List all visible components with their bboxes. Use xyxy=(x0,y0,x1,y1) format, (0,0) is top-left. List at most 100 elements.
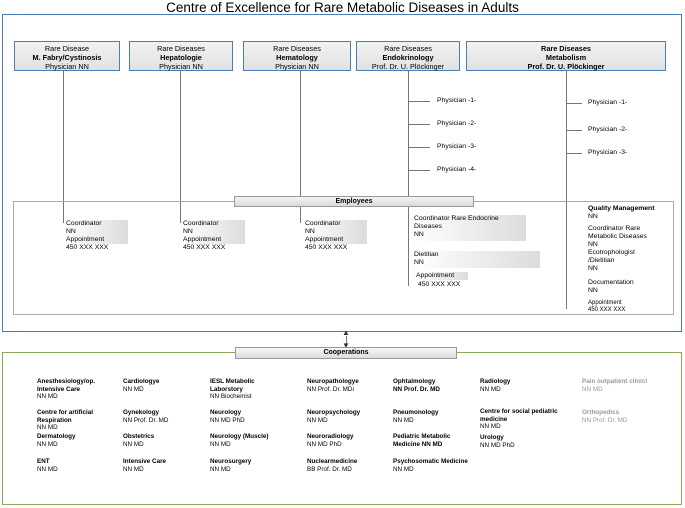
unit-fabry-line3: Physician NN xyxy=(45,62,89,71)
endo-phone: 450 XXX XXX xyxy=(418,281,461,288)
coop-name: Radiology xyxy=(480,378,511,385)
coop-name: Neuroradiology xyxy=(307,433,354,440)
coop-name2: medicine xyxy=(480,415,508,423)
unit-endokrinology: Rare Diseases Endokrinology Prof. Dr. U.… xyxy=(356,41,460,71)
coop-person: NN MD PhD xyxy=(307,440,342,448)
coop-person: NN MD xyxy=(393,416,414,424)
meta-ecotrophologist-line1: Ecotrophologist xyxy=(588,249,635,256)
endo-dietitian-name: NN xyxy=(414,259,424,266)
coordinator-3-phone: 450 XXX XXX xyxy=(305,244,348,251)
endo-physician-4: Physician -4- xyxy=(437,166,477,173)
coop-respiration: Centre for artificial Respiration NN MD xyxy=(37,409,119,432)
coop-neurosurgery: Neurosurgery NN MD xyxy=(210,458,300,473)
coop-pain-clinic: Pain outpatient clinicl NN MD xyxy=(582,378,678,393)
coop-person: NN MD xyxy=(480,423,501,430)
coordinator-3-name: NN xyxy=(305,228,367,236)
coop-name: ENT xyxy=(37,458,50,465)
coop-cardiology: Cardiologye NN MD xyxy=(123,378,205,393)
coop-ent: ENT NN MD xyxy=(37,458,119,473)
endo-physician-3: Physician -3- xyxy=(437,143,477,150)
meta-ecotrophologist-name: NN xyxy=(588,265,598,272)
unit-fabry: Rare Disease M. Fabry/Cystinosis Physici… xyxy=(14,41,120,71)
connector-meta xyxy=(566,71,567,309)
coordinator-3-appointment: Appointment xyxy=(305,236,367,244)
endo-dietitian-label: Dietitian xyxy=(414,251,439,258)
unit-hematology-line2: Hematology xyxy=(276,53,318,62)
meta-coordinator-line2: Metabolic Diseases xyxy=(588,233,647,240)
coop-name2: Intensive Care xyxy=(37,385,81,393)
unit-metabolism: Rare Diseases Metabolism Prof. Dr. U. Pl… xyxy=(466,41,666,71)
coop-person: NN Prof. Dr. MDi xyxy=(307,385,354,393)
coop-social-pediatric: Centre for social pediatric medicine NN … xyxy=(480,408,576,431)
coop-person: Medicine NN MD xyxy=(393,440,443,448)
endo-coordinator-line2: Diseases xyxy=(414,223,442,230)
coop-person: NN MD xyxy=(307,416,328,424)
page-title: Centre of Excellence for Rare Metabolic … xyxy=(166,0,519,15)
coop-iesl-lab: IESL Metabolic Laborstory NN Biochemist xyxy=(210,378,300,401)
coordinator-1-role: Coordinator xyxy=(66,220,128,228)
coop-pneumonology: Pneumonology NN MD xyxy=(393,409,479,424)
coop-person: NN Prof. Dr. MD xyxy=(582,416,628,424)
coop-person: NN MD xyxy=(480,385,501,393)
coop-name: Neurology (Muscle) xyxy=(210,433,269,440)
endo-physician-2: Physician -2- xyxy=(437,120,477,127)
coop-person: NN MD PhD xyxy=(480,441,515,449)
coop-person: NN MD xyxy=(123,440,144,448)
endo-dietitian-box: Dietitian NN xyxy=(414,251,540,268)
coop-neurology-muscle: Neurology (Muscle) NN MD xyxy=(210,433,300,448)
unit-fabry-line1: Rare Disease xyxy=(44,44,90,53)
coop-neuroradiology: Neuroradiology NN MD PhD xyxy=(307,433,389,448)
meta-ecotrophologist-line2: /Dietitian xyxy=(588,257,615,264)
coop-gynecology: Gynekology NN Prof. Dr. MD xyxy=(123,409,205,424)
coop-person: NN Prof. Dr. MD xyxy=(393,385,440,393)
coop-name: Psychosomatic Medicine xyxy=(393,458,468,465)
coordinator-2-role: Coordinator xyxy=(183,220,245,228)
arrow-down-icon: ▼ xyxy=(342,341,350,350)
unit-meta-line2: Metabolism xyxy=(545,53,587,62)
coop-name: Neurology xyxy=(210,409,242,416)
unit-hematology-line1: Rare Diseases xyxy=(273,44,321,53)
coop-name: Obstetrics xyxy=(123,433,155,440)
arrow-up-icon: ▲ xyxy=(342,328,350,337)
coop-person: NN MD xyxy=(37,424,58,431)
coop-name: Neurosurgery xyxy=(210,458,252,465)
meta-documentation: Documentation xyxy=(588,279,634,286)
coop-name: Dermatology xyxy=(37,433,76,440)
meta-tick-2 xyxy=(566,130,582,131)
meta-tick-1 xyxy=(566,103,582,104)
coop-name: Pneumonology xyxy=(393,409,439,416)
coop-neuropathology: Neuropathologye NN Prof. Dr. MDi xyxy=(307,378,389,393)
unit-hepatology-line2: Hepatologie xyxy=(160,53,202,62)
meta-coordinator-name: NN xyxy=(588,241,598,248)
coop-name: Centre for artificial xyxy=(37,409,93,416)
endo-tick-1 xyxy=(408,101,430,102)
unit-meta-line3: Prof. Dr. U. Plöckinger xyxy=(527,62,605,71)
coop-urology: Urology NN MD PhD xyxy=(480,434,576,449)
coop-name: Anesthesiology/op. xyxy=(37,378,96,385)
arrow-shaft xyxy=(346,336,347,345)
coop-neurology: Neurology NN MD PhD xyxy=(210,409,300,424)
connector-hematology xyxy=(300,71,301,223)
endo-physician-1: Physician -1- xyxy=(437,97,477,104)
coop-nuclear-medicine: Nuclearmedicine BB Prof. Dr. MD xyxy=(307,458,389,473)
coop-person: NN MD PhD xyxy=(210,416,245,424)
connector-fabry xyxy=(63,71,64,223)
coop-person: NN MD xyxy=(123,385,144,393)
coordinator-1-name: NN xyxy=(66,228,128,236)
coop-name: Intensive Care xyxy=(123,458,167,465)
connector-endo xyxy=(408,71,409,286)
coordinator-3-role: Coordinator xyxy=(305,220,367,228)
endo-tick-4 xyxy=(408,170,430,171)
meta-documentation-name: NN xyxy=(588,287,598,294)
coordinator-1-phone: 450 XXX XXX xyxy=(66,244,109,251)
coop-person: NN MD xyxy=(582,385,603,393)
unit-endo-line1: Rare Diseases xyxy=(384,44,432,53)
unit-hematology: Rare Diseases Hematology Physician NN xyxy=(243,41,351,71)
unit-hepatology-line3: Physician NN xyxy=(159,62,203,71)
coop-person: NN Prof. Dr. MD xyxy=(123,416,169,424)
connector-hepatology xyxy=(180,71,181,223)
coop-name: Gynekology xyxy=(123,409,160,416)
coordinator-1-appointment: Appointment xyxy=(66,236,128,244)
coop-name: Neuropsychology xyxy=(307,409,361,416)
coop-name: IESL Metabolic xyxy=(210,378,255,385)
